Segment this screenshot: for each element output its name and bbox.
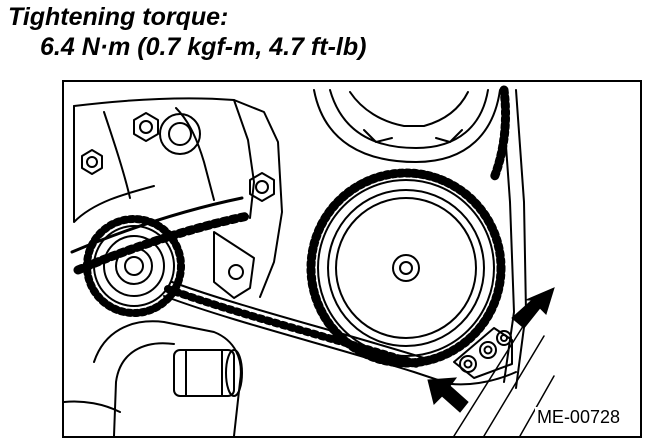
belt-drive-illustration [64, 85, 555, 436]
torque-title: Tightening torque: [8, 3, 229, 31]
arrow-upper-right-icon [511, 287, 555, 329]
engine-diagram: ME-00728 [62, 80, 642, 438]
idler-pulley [83, 215, 185, 317]
bolt-icon [133, 112, 159, 142]
engine-block-outline [73, 97, 283, 298]
arrow-lower-left-icon [427, 377, 469, 413]
coolant-hose [173, 349, 243, 397]
bolt-icon [81, 149, 103, 175]
torque-value: 6.4 N·m (0.7 kgf-m, 4.7 ft-lb) [40, 33, 367, 61]
cam-sprocket [313, 85, 510, 183]
crank-pulley [306, 168, 506, 368]
bolt-icon [249, 172, 275, 202]
figure-code: ME-00728 [534, 407, 622, 428]
belt-tensioner [439, 327, 517, 386]
torque-spec: Tightening torque: 6.4 N·m (0.7 kgf-m, 4… [8, 2, 366, 62]
